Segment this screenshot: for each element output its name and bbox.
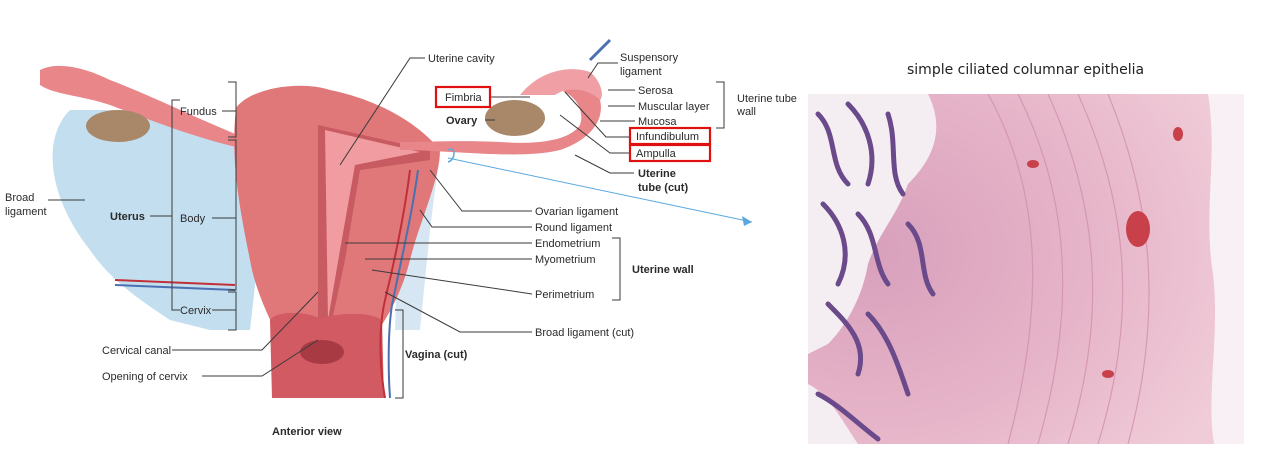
leader-suspensory [587, 62, 618, 79]
label-uterine-wall: Uterine wall [632, 264, 694, 276]
label-muscular-layer: Muscular layer [638, 101, 710, 113]
leader-perimetrium [371, 269, 533, 295]
label-uterine-tube-wall-2: wall [736, 106, 756, 118]
leader-opening-cervix [202, 339, 319, 377]
left-vessels-blue [114, 284, 236, 291]
leader-cervical-canal [172, 291, 319, 351]
label-vagina-cut: Vagina (cut) [405, 349, 468, 361]
uterine-wall-bracket [612, 237, 621, 301]
leader-round-ligament [419, 209, 532, 228]
label-fimbria: Fimbria [445, 92, 483, 104]
left-ovary-shape [86, 110, 150, 142]
pointer-loop [447, 148, 455, 163]
label-uterine-tube-wall-1: Uterine tube [737, 93, 797, 105]
blood-vessels [1027, 127, 1183, 378]
endometrium-shape [325, 130, 420, 320]
label-myometrium: Myometrium [535, 254, 596, 266]
broad-ligament-shape [52, 110, 260, 330]
label-suspensory-ligament-2: ligament [620, 66, 662, 78]
label-opening-of-cervix: Opening of cervix [102, 371, 188, 383]
right-fimbria-shape [520, 69, 602, 100]
leader-ovarian-ligament [429, 169, 532, 212]
opening-of-cervix-shape [300, 340, 344, 364]
vagina-bracket [395, 309, 404, 399]
label-cervix: Cervix [180, 305, 212, 317]
uterine-vessels-right [379, 169, 411, 399]
right-ovary-shape [485, 100, 545, 136]
uterus-anatomy-diagram: Uterine cavity Suspensory ligament Fimbr… [5, 38, 797, 438]
ovarian-vessel [588, 38, 612, 62]
label-uterine-cavity: Uterine cavity [428, 53, 495, 65]
ampulla-highlight-box [628, 143, 712, 163]
leader-uterine-cavity [339, 57, 425, 166]
leader-infundibulum [564, 91, 630, 138]
label-mucosa: Mucosa [638, 116, 677, 128]
micrograph-caption: simple ciliated columnar epithelia [907, 62, 1145, 78]
lumen-space-lower [808, 384, 858, 444]
label-ampulla: Ampulla [636, 148, 677, 160]
pointer-arrow [447, 157, 753, 223]
left-uterine-tube-shape [40, 65, 250, 150]
label-uterus: Uterus [110, 211, 145, 223]
label-broad-ligament-1: Broad [5, 192, 34, 204]
label-fundus: Fundus [180, 106, 217, 118]
uterine-vessels-right-blue [387, 169, 419, 399]
label-ovary: Ovary [446, 115, 478, 127]
label-cervical-canal: Cervical canal [102, 345, 171, 357]
uterus-bracket [171, 99, 180, 311]
cervix-bracket [228, 291, 237, 331]
label-uterine-tube-cut-1: Uterine [638, 168, 676, 180]
histology-micrograph [808, 94, 1244, 444]
label-infundibulum: Infundibulum [636, 131, 699, 143]
label-body: Body [180, 213, 206, 225]
mucosal-folds [815, 101, 936, 442]
serosa-edge [1208, 94, 1244, 444]
label-ovarian-ligament: Ovarian ligament [535, 206, 618, 218]
left-vessels [114, 279, 236, 286]
label-anterior-view: Anterior view [272, 426, 342, 438]
muscular-layer-bands [987, 94, 1150, 444]
label-broad-ligament-cut: Broad ligament (cut) [535, 327, 634, 339]
leader-broad-ligament-cut [384, 291, 532, 333]
leader-uterine-tube-cut [574, 154, 634, 174]
leader-ampulla [559, 114, 630, 154]
label-endometrium: Endometrium [535, 238, 600, 250]
lumen-space [808, 94, 937, 354]
pointer-arrowhead [742, 216, 752, 226]
label-uterine-tube-cut-2: tube (cut) [638, 182, 688, 194]
label-broad-ligament-2: ligament [5, 206, 47, 218]
label-round-ligament: Round ligament [535, 222, 612, 234]
body-bracket [228, 139, 237, 291]
fimbria-highlight-box [434, 85, 492, 109]
fundus-bracket [228, 81, 237, 138]
label-suspensory-ligament-1: Suspensory [620, 52, 679, 64]
uterine-tube-wall-bracket [716, 81, 725, 129]
label-serosa: Serosa [638, 85, 674, 97]
label-perimetrium: Perimetrium [535, 289, 594, 301]
